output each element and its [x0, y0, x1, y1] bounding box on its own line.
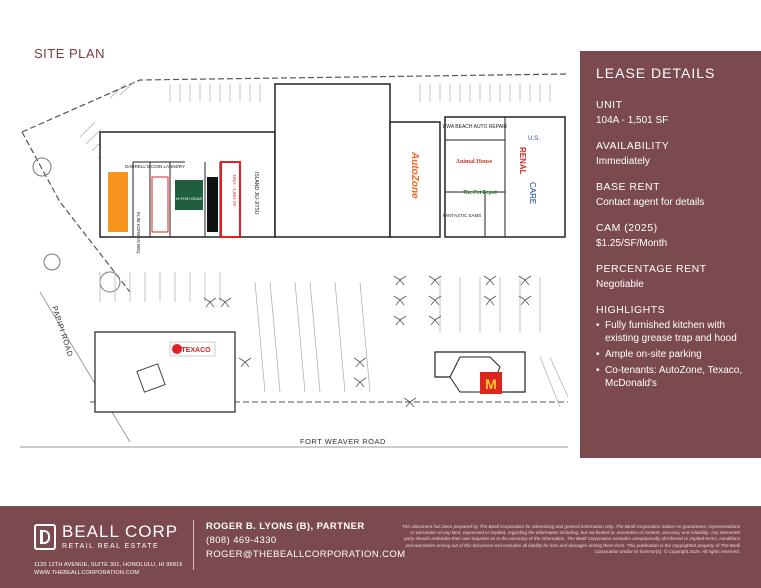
contact-name: ROGER B. LYONS (B), PARTNER [206, 521, 365, 532]
address-block: 1120 12TH AVENUE, SUITE 301, HONOLULU, H… [34, 561, 183, 577]
section-value: 104A - 1,501 SF [596, 115, 669, 126]
us-renal-label-3: CARE [528, 182, 537, 204]
logo-texaco [169, 341, 216, 357]
darrells-label: DARRELL'S COIN LAUNDRY [125, 164, 185, 169]
logo-tikitiki [151, 176, 169, 233]
lease-details-panel: LEASE DETAILS UNIT 104A - 1,501 SF AVAIL… [580, 51, 761, 458]
autozone-label: AutoZone [409, 151, 420, 199]
brand-name: BEALL CORP [62, 522, 179, 541]
page-title: SITE PLAN [34, 46, 105, 61]
fantastic-sams-label: FANTASTIC SAMS [443, 213, 481, 218]
road-label-fort-weaver: FORT WEAVER ROAD [300, 437, 386, 446]
contact-email[interactable]: ROGER@THEBEALLCORPORATION.COM [206, 549, 406, 560]
mcdonalds-arches-icon: M [485, 376, 497, 392]
section-heading: HIGHLIGHTS [596, 304, 666, 316]
beall-logo-icon [34, 524, 56, 550]
lease-section-availability: AVAILABILITY Immediately [596, 140, 745, 168]
lease-section-percentage-rent: PERCENTAGE RENT Negotiable [596, 263, 745, 291]
us-renal-label-2: RENAL [518, 147, 527, 175]
disclaimer: This document has been prepared by The B… [401, 524, 740, 554]
logo-mcdonalds-small [207, 177, 218, 232]
unit-dividers-east [445, 117, 506, 237]
property-line-left [21, 131, 131, 293]
pet-depot-label: The Pet Depot [463, 190, 497, 196]
lease-details-title: LEASE DETAILS [596, 65, 716, 81]
logo-autozone [405, 147, 425, 227]
palm-trees [203, 275, 532, 408]
contact-phone[interactable]: (808) 469-4330 [206, 535, 277, 546]
footer: BEALL CORP RETAIL REAL ESTATE 1120 12TH … [0, 506, 761, 588]
brand-subtitle: RETAIL REAL ESTATE [62, 543, 160, 550]
elim-label: ELIM KOREAN BBQ [136, 212, 141, 254]
us-renal-label-1: U.S. [528, 136, 540, 142]
section-value: Negotiable [596, 279, 644, 290]
logo-jamba [108, 172, 128, 232]
section-value: Contact agent for details [596, 197, 705, 208]
animal-house-label: Animal House [456, 159, 493, 165]
list-item: Co-tenants: AutoZone, Texaco, McDonald's [596, 364, 745, 390]
mcdonalds-logo [480, 372, 502, 394]
section-heading: AVAILABILITY [596, 140, 670, 152]
ewa-label: EWA BEACH AUTO REPAIR [443, 124, 507, 130]
hifish-label: HI FISH GEAR [176, 196, 203, 201]
section-heading: BASE RENT [596, 181, 661, 193]
logo-hifish [175, 180, 203, 210]
contact-block: ROGER B. LYONS (B), PARTNER (808) 469-43… [206, 520, 405, 562]
website-link[interactable]: WWW.THEBEALLCORPORATION.COM [34, 570, 140, 576]
building-anchor [274, 83, 391, 238]
planter-circle [43, 253, 61, 271]
highlights-list: Fully furnished kitchen with existing gr… [596, 319, 745, 390]
section-value: Immediately [596, 156, 650, 167]
island-label: ISLAND JIU-JITSU [253, 172, 259, 215]
parking-rows-middle [99, 272, 568, 408]
list-item: Fully furnished kitchen with existing gr… [596, 319, 745, 345]
section-heading: PERCENTAGE RENT [596, 263, 707, 275]
logo-animal-house [452, 152, 497, 170]
lease-section-base-rent: BASE RENT Contact agent for details [596, 181, 745, 209]
address: 1120 12TH AVENUE, SUITE 301, HONOLULU, H… [34, 562, 183, 568]
fuel-canopy [136, 363, 166, 393]
planter-circle [32, 157, 52, 177]
section-heading: CAM (2025) [596, 222, 658, 234]
lease-section-highlights: HIGHLIGHTS Fully furnished kitchen with … [596, 304, 745, 390]
parking-stalls [79, 80, 551, 159]
lease-section-cam: CAM (2025) $1.25/SF/Month [596, 222, 745, 250]
section-value: $1.25/SF/Month [596, 238, 668, 249]
planter-circle [99, 271, 121, 293]
property-line-top [21, 73, 568, 133]
road-label-papipi: PAPIPI ROAD [50, 305, 75, 358]
lease-section-unit: UNIT 104A - 1,501 SF [596, 99, 745, 127]
section-heading: UNIT [596, 99, 623, 111]
highlighted-unit-104a[interactable] [220, 161, 241, 238]
list-item: Ample on-site parking [596, 348, 745, 361]
road-edge-left [39, 291, 131, 443]
texaco-label: TEXACO [181, 347, 211, 354]
unit-label: 104A - 1,501 SF [232, 174, 237, 207]
texaco-star-icon [172, 344, 182, 354]
site-plan-map: 104A - 1,501 SF HI FISH GEAR DARRELL'S C… [20, 62, 568, 452]
footer-divider [193, 520, 194, 570]
